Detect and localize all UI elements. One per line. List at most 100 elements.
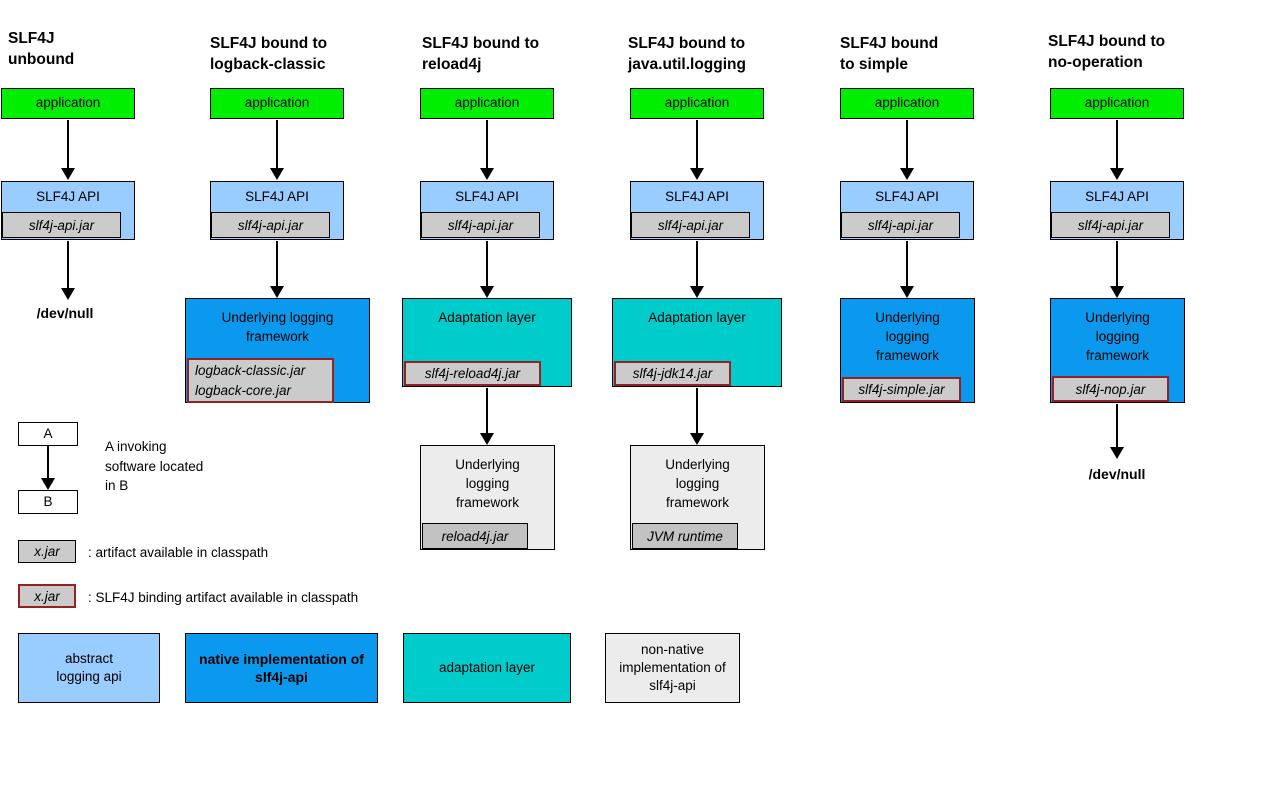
arrow-down-icon bbox=[480, 120, 494, 180]
legend-artifact-jar-box: x.jar bbox=[18, 540, 76, 563]
arrow-down-icon bbox=[480, 388, 494, 445]
jar-label: slf4j-api.jar bbox=[447, 217, 514, 233]
arrow-down-icon bbox=[61, 241, 75, 300]
application-box: application bbox=[1050, 88, 1184, 119]
jar-label: slf4j-simple.jar bbox=[858, 382, 945, 397]
jar-label: slf4j-nop.jar bbox=[1075, 381, 1146, 397]
application-label: application bbox=[1084, 95, 1150, 110]
slf4j-api-jar-box: slf4j-api.jar bbox=[841, 212, 960, 238]
framework-title: Underlying logging framework bbox=[875, 310, 940, 363]
slf4j-api-box: SLF4J API slf4j-api.jar bbox=[1, 181, 135, 240]
jar-label: slf4j-api.jar bbox=[237, 217, 304, 233]
heading-line: unbound bbox=[8, 51, 75, 68]
slf4j-api-jar-box: slf4j-api.jar bbox=[2, 212, 121, 238]
arrow-down-icon bbox=[41, 446, 55, 490]
slf4j-api-jar-box: slf4j-api.jar bbox=[631, 212, 750, 238]
jar-label: slf4j-api.jar bbox=[867, 217, 934, 233]
application-box: application bbox=[420, 88, 554, 119]
slf4j-api-label: SLF4J API bbox=[245, 189, 309, 204]
binding-jar-box: slf4j-nop.jar bbox=[1052, 376, 1169, 402]
jar-label: slf4j-reload4j.jar bbox=[424, 366, 521, 381]
binding-jar-box: slf4j-jdk14.jar bbox=[614, 361, 731, 386]
heading-line: no-operation bbox=[1048, 54, 1143, 71]
legend-artifact-text: : artifact available in classpath bbox=[88, 545, 269, 560]
legend-invoke-line: A invoking bbox=[105, 439, 167, 454]
application-label: application bbox=[874, 95, 940, 110]
heading-line: SLF4J bbox=[8, 30, 55, 47]
adaptation-layer-box-jul: Adaptation layer slf4j-jdk14.jar bbox=[612, 298, 782, 387]
legend-abstract-api-box: abstract logging api bbox=[18, 633, 160, 703]
legend-type-label: non-native implementation of slf4j-api bbox=[619, 642, 726, 693]
slf4j-api-box: SLF4J API slf4j-api.jar bbox=[1050, 181, 1184, 240]
binding-jar-box: slf4j-simple.jar bbox=[842, 377, 961, 402]
legend-binding-text: : SLF4J binding artifact available in cl… bbox=[88, 590, 359, 605]
legend-a-label: A bbox=[43, 426, 53, 441]
legend-b-label: B bbox=[43, 494, 53, 509]
column-heading-jul: SLF4J bound to java.util.logging bbox=[628, 33, 746, 75]
legend-type-label: abstract logging api bbox=[56, 651, 122, 684]
slf4j-api-label: SLF4J API bbox=[875, 189, 939, 204]
application-box: application bbox=[840, 88, 974, 119]
slf4j-api-label: SLF4J API bbox=[665, 189, 729, 204]
jar-label: slf4j-jdk14.jar bbox=[632, 366, 713, 381]
arrow-down-icon bbox=[1110, 120, 1124, 180]
framework-title: Underlying logging framework bbox=[221, 310, 334, 344]
legend-type-label: native implementation of slf4j-api bbox=[199, 651, 364, 685]
jar-label: JVM runtime bbox=[647, 528, 723, 544]
heading-line: to simple bbox=[840, 56, 909, 73]
dev-null-label: /dev/null bbox=[36, 305, 94, 321]
application-label: application bbox=[35, 95, 101, 110]
slf4j-api-label: SLF4J API bbox=[1085, 189, 1149, 204]
heading-line: SLF4J bound to bbox=[628, 35, 746, 52]
jar-label: logback-core.jar bbox=[195, 383, 292, 398]
underlying-framework-box-nop: Underlying logging framework slf4j-nop.j… bbox=[1050, 298, 1185, 403]
application-box: application bbox=[630, 88, 764, 119]
application-box: application bbox=[210, 88, 344, 119]
artifact-jar-box: reload4j.jar bbox=[422, 523, 528, 549]
slf4j-api-box: SLF4J API slf4j-api.jar bbox=[630, 181, 764, 240]
legend-binding-jar-box: x.jar bbox=[18, 584, 76, 608]
heading-line: SLF4J bound to bbox=[422, 35, 540, 52]
legend-native-impl-box: native implementation of slf4j-api bbox=[185, 633, 378, 703]
arrow-down-icon bbox=[900, 120, 914, 180]
adaptation-title: Adaptation layer bbox=[438, 310, 536, 325]
slf4j-api-box: SLF4J API slf4j-api.jar bbox=[840, 181, 974, 240]
slf4j-api-box: SLF4J API slf4j-api.jar bbox=[210, 181, 344, 240]
jar-label: x.jar bbox=[34, 588, 60, 604]
column-heading-unbound: SLF4J unbound bbox=[8, 28, 74, 70]
column-heading-logback: SLF4J bound to logback-classic bbox=[210, 33, 327, 75]
jar-label: reload4j.jar bbox=[441, 528, 509, 544]
arrow-down-icon bbox=[61, 120, 75, 180]
legend-invoke-line: software located bbox=[105, 458, 204, 474]
slf4j-api-jar-box: slf4j-api.jar bbox=[421, 212, 540, 238]
framework-title: Underlying logging framework bbox=[455, 457, 520, 510]
adaptation-layer-box-reload4j: Adaptation layer slf4j-reload4j.jar bbox=[402, 298, 572, 387]
jar-label: slf4j-api.jar bbox=[1077, 217, 1144, 233]
jar-label: logback-classic.jar bbox=[195, 363, 306, 378]
arrow-down-icon bbox=[900, 241, 914, 298]
heading-line: java.util.logging bbox=[628, 56, 746, 73]
legend-invoke-text: A invoking software located in B bbox=[105, 437, 203, 496]
framework-title: Underlying logging framework bbox=[665, 457, 730, 510]
dev-null-label: /dev/null bbox=[1088, 466, 1146, 482]
heading-line: SLF4J bound to bbox=[1048, 33, 1166, 50]
arrow-down-icon bbox=[1110, 404, 1124, 459]
legend-box-b: B bbox=[18, 490, 78, 514]
arrow-down-icon bbox=[690, 241, 704, 298]
heading-line: logback-classic bbox=[210, 56, 326, 73]
legend-type-label: adaptation layer bbox=[438, 660, 536, 675]
arrow-down-icon bbox=[1110, 241, 1124, 298]
adaptation-title: Adaptation layer bbox=[648, 310, 746, 325]
arrow-down-icon bbox=[270, 120, 284, 180]
application-label: application bbox=[454, 95, 520, 110]
application-label: application bbox=[244, 95, 310, 110]
column-heading-simple: SLF4J bound to simple bbox=[840, 33, 938, 75]
arrow-down-icon bbox=[480, 241, 494, 298]
slf4j-api-box: SLF4J API slf4j-api.jar bbox=[420, 181, 554, 240]
legend-non-native-box: non-native implementation of slf4j-api bbox=[605, 633, 740, 703]
application-label: application bbox=[664, 95, 730, 110]
heading-line: reload4j bbox=[422, 56, 482, 73]
slf4j-api-jar-box: slf4j-api.jar bbox=[211, 212, 330, 238]
underlying-framework-box-reload4j: Underlying logging framework reload4j.ja… bbox=[420, 445, 555, 550]
